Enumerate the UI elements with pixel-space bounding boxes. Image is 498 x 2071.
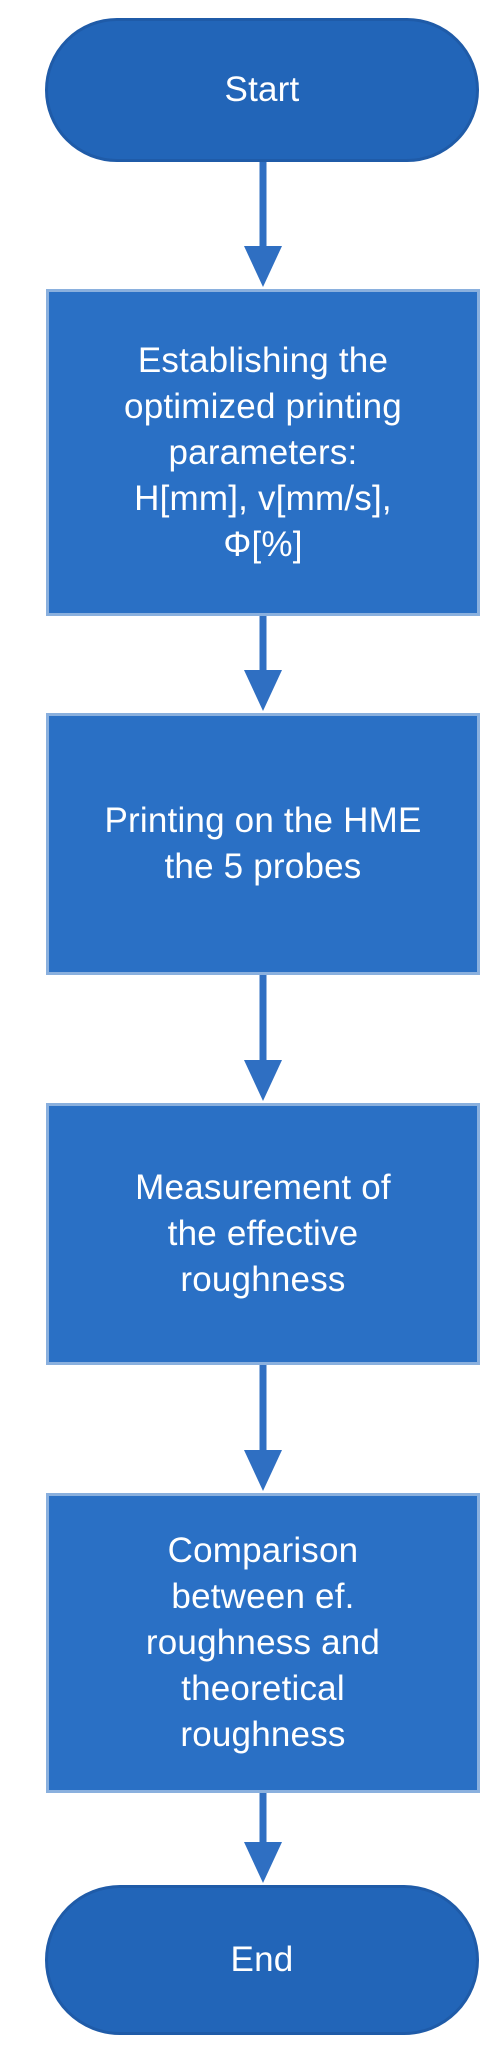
step-compare-roughness-label: Comparison between ef. roughness and the… xyxy=(145,1531,381,1754)
step-print-probes: Printing on the HME the 5 probes xyxy=(46,713,480,975)
step-establish-parameters: Establishing the optimized printing para… xyxy=(46,289,480,616)
step-compare-roughness: Comparison between ef. roughness and the… xyxy=(46,1493,480,1793)
arrow-print-to-measure-head xyxy=(244,1060,282,1101)
arrow-compare-to-end-head xyxy=(244,1842,282,1883)
step-print-probes-label: Printing on the HME the 5 probes xyxy=(104,801,422,886)
start-terminal: Start xyxy=(45,18,479,162)
arrow-measure-to-compare-head xyxy=(244,1450,282,1491)
end-label: End xyxy=(230,1940,294,1979)
step-measure-roughness-label: Measurement of the effective roughness xyxy=(135,1168,391,1299)
start-label: Start xyxy=(224,70,300,109)
step-measure-roughness: Measurement of the effective roughness xyxy=(46,1103,480,1365)
arrow-establish-to-print-head xyxy=(244,670,282,711)
step-establish-parameters-label: Establishing the optimized printing para… xyxy=(124,340,402,564)
arrow-start-to-establish-head xyxy=(244,246,282,287)
end-terminal: End xyxy=(45,1885,479,2035)
